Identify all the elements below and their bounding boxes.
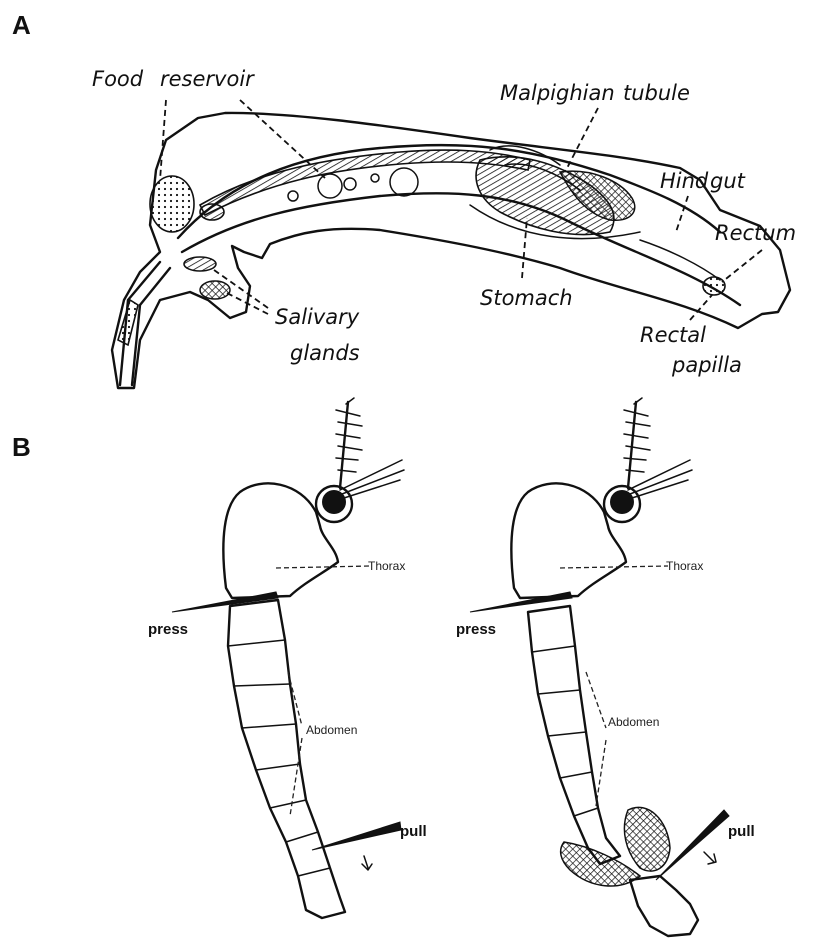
leader-abdomen-right-2 (596, 740, 606, 806)
leader-hind-gut (676, 196, 688, 232)
label-pull-left: pull (400, 823, 427, 840)
label-salivary: Salivary (275, 305, 360, 329)
food-reservoir (150, 176, 194, 232)
label-thorax-right: Thorax (666, 559, 703, 573)
leader-rectum (722, 250, 762, 282)
antenna-hairs-right (624, 398, 650, 472)
antenna-hairs-left (336, 398, 362, 472)
thorax-right (511, 483, 626, 598)
mosquito-right: Thorax press Abdomen pull (456, 398, 755, 936)
leader-thorax-left (276, 566, 370, 568)
label-pull-right: pull (728, 823, 755, 840)
leader-stomach (522, 218, 527, 278)
antenna-right (628, 402, 636, 488)
salivary-gland-upper (184, 257, 216, 271)
mosquito-left: Thorax press Abdomen pull (148, 398, 427, 918)
panel-a-letter: A (12, 10, 31, 40)
label-press-right: press (456, 621, 496, 638)
label-abdomen-left: Abdomen (306, 723, 357, 737)
panel-b: B Thorax press Ab (12, 398, 755, 936)
panel-b-letter: B (12, 432, 31, 462)
label-rectum: Rectum (715, 221, 796, 245)
abdomen-segments-left (228, 640, 330, 876)
label-rectal: Rectal (640, 323, 706, 347)
gut-cell-1 (318, 174, 342, 198)
proboscis-tip (118, 300, 138, 345)
panel-a: A (12, 10, 796, 388)
label-glands: glands (290, 341, 360, 365)
palps-left (340, 460, 404, 498)
leader-thorax-right (560, 566, 668, 568)
gut-cell-3 (288, 191, 298, 201)
gut-cell-2 (344, 178, 356, 190)
dissected-gut-upper (624, 807, 670, 871)
leader-abdomen-right-1 (586, 672, 606, 728)
rectal-papilla (703, 277, 725, 295)
label-hind: Hind (660, 169, 709, 193)
label-reservoir: reservoir (160, 67, 255, 91)
leader-malpighian (565, 108, 598, 172)
gut-cell-4 (371, 174, 379, 182)
label-papilla: papilla (671, 353, 742, 377)
label-abdomen-right: Abdomen (608, 715, 659, 729)
label-stomach: Stomach (480, 286, 573, 310)
label-food: Food (92, 67, 144, 91)
label-tubule: tubule (623, 81, 690, 105)
label-thorax-left: Thorax (368, 559, 405, 573)
eye-left (322, 490, 346, 514)
pull-needle-left (312, 822, 401, 850)
abdomen-right (528, 606, 620, 864)
palps-right (628, 460, 692, 498)
eye-right (610, 490, 634, 514)
leader-abdomen-left-2 (290, 738, 302, 816)
antenna-left (340, 402, 348, 488)
gut-cell-5 (390, 168, 418, 196)
label-gut: gut (710, 169, 746, 193)
thorax-left (223, 483, 338, 598)
abdomen-tip-right (630, 876, 698, 936)
crop-valve (200, 204, 224, 220)
label-press-left: press (148, 621, 188, 638)
label-malpighian: Malpighian (500, 81, 615, 105)
pull-arrow-left (362, 856, 372, 870)
salivary-gland-lower (200, 281, 230, 299)
abdomen-left (228, 600, 345, 918)
pull-arrow-right (704, 852, 716, 864)
